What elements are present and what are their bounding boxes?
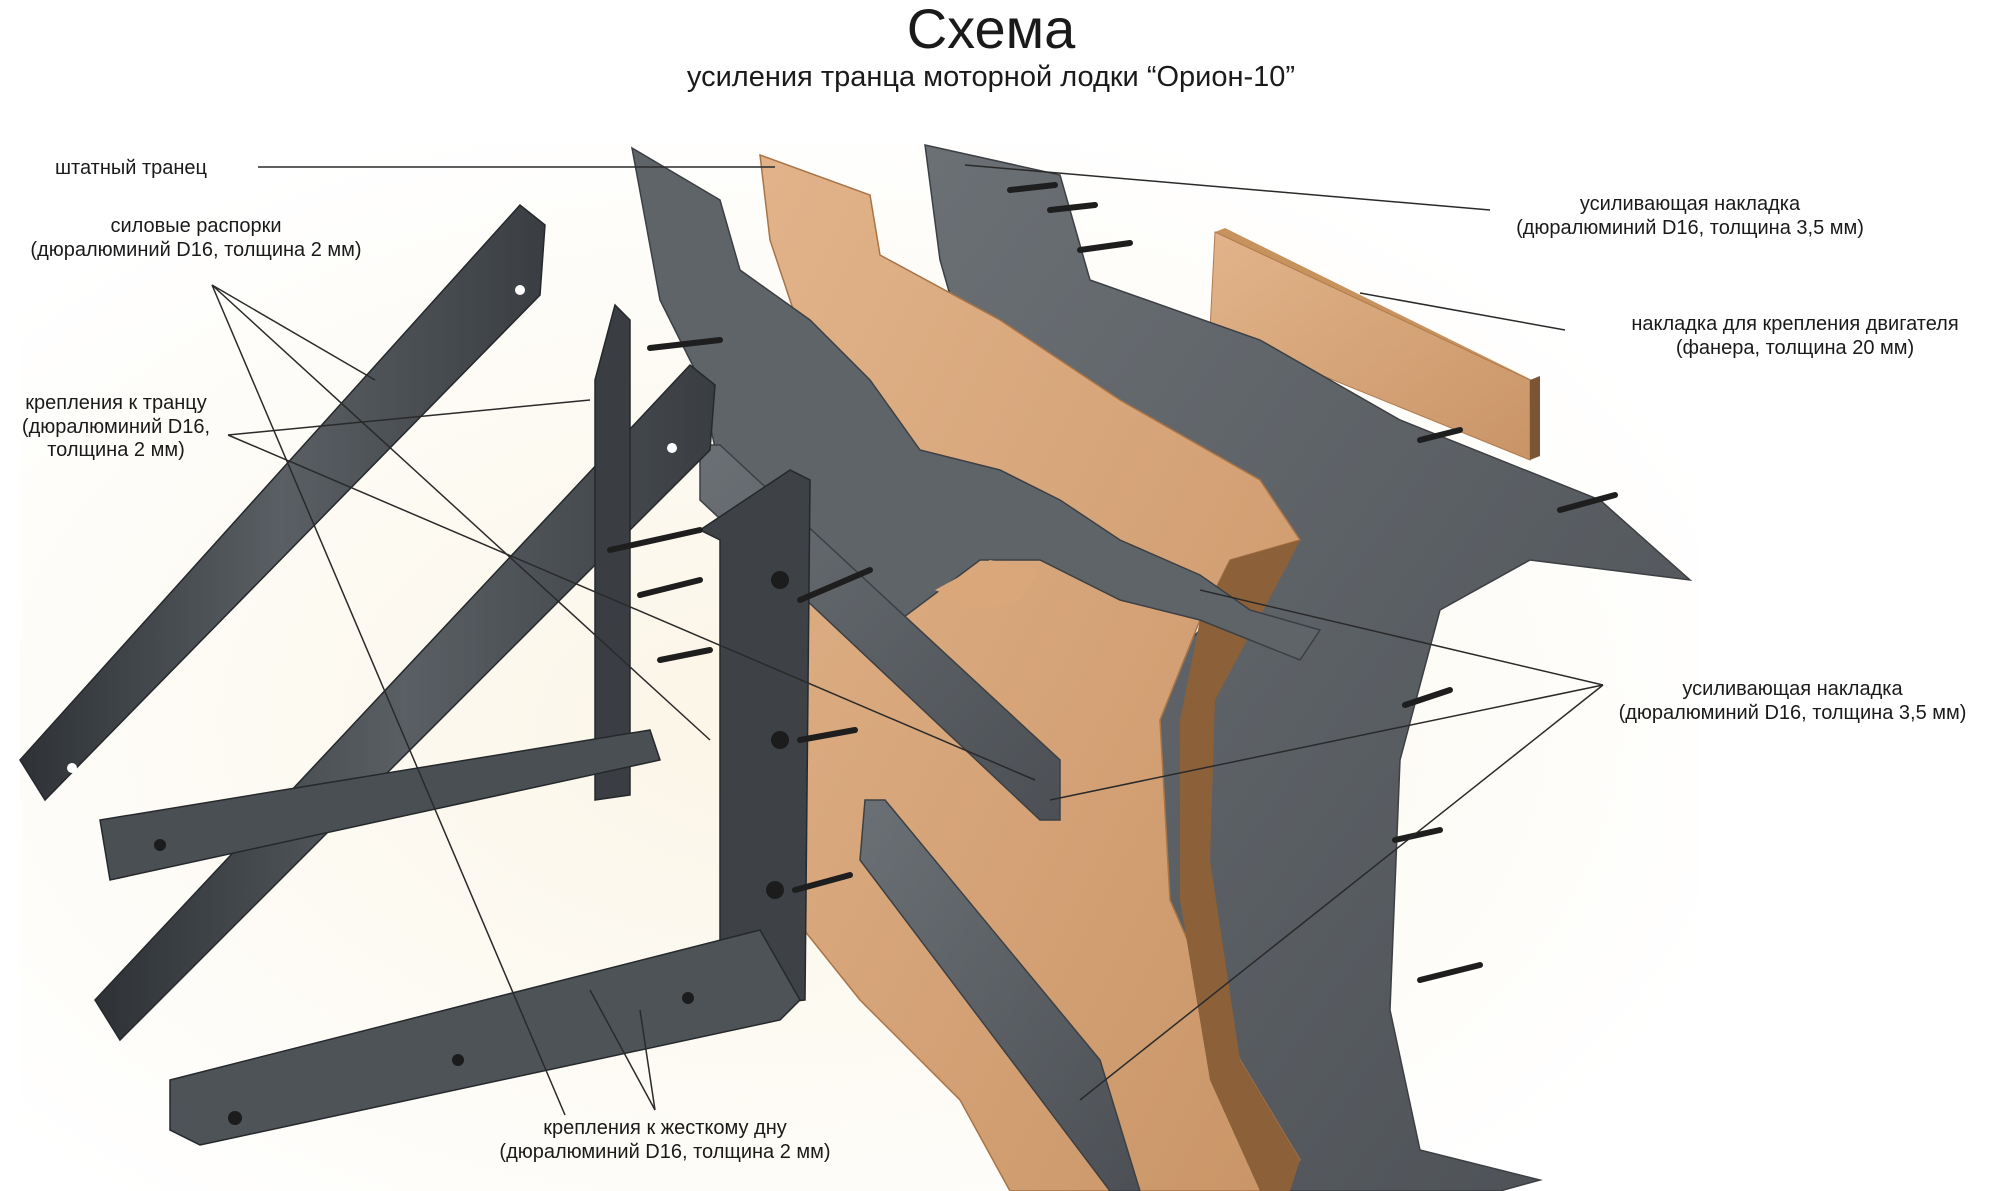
label-engine-mount-pad-line2: (фанера, толщина 20 мм) [1675,336,1915,359]
label-reinforcing-plate-lower-line2: (дюралюминий D16, толщина 3,5 мм) [1618,701,1967,724]
power-strut-left [19,203,546,802]
label-transom-mounts-line1: крепления к транцу [25,392,207,414]
power-strut-middle [94,363,716,1042]
label-transom-mounts-line3: толщина 2 мм) [47,439,185,462]
label-transom-mounts: крепления к транцу (дюралюминий D16, тол… [0,392,232,463]
label-reinforcing-plate-top-line1: усиливающая накладка [1579,193,1801,215]
label-reinforcing-plate-lower: усиливающая накладка (дюралюминий D16, т… [1585,678,2000,725]
diagram-title: Схема [906,0,1076,60]
reinforcing-strip-bottom [859,799,1141,1191]
label-standard-transom: штатный транец [55,157,208,179]
label-transom-mounts-line2: (дюралюминий D16, [21,415,211,438]
label-power-struts: силовые распорки (дюралюминий D16, толщи… [0,215,392,262]
label-engine-mount-pad: накладка для крепления двигателя (фанера… [1590,313,2000,360]
label-reinforcing-plate-top: усиливающая накладка (дюралюминий D16, т… [1480,193,1900,240]
engine-mount-pad [1209,228,1540,461]
label-bottom-mounts-line1: крепления к жесткому дну [543,1117,787,1139]
label-power-struts-line2: (дюралюминий D16, толщина 2 мм) [30,238,362,261]
label-reinforcing-plate-lower-line1: усиливающая накладка [1682,678,1903,700]
label-bottom-mounts-line2: (дюралюминий D16, толщина 2 мм) [499,1140,831,1163]
transom-mount-right [169,469,811,1146]
label-reinforcing-plate-top-line2: (дюралюминий D16, толщина 3,5 мм) [1516,216,1864,239]
leader-lines [211,164,1604,1116]
diagram-subtitle: усиления транца моторной лодки “Орион-10… [686,61,1296,93]
bolts [607,182,1618,983]
label-power-struts-line1: силовые распорки [110,215,282,237]
label-bottom-mounts: крепления к жесткому дну (дюралюминий D1… [455,1117,875,1164]
label-engine-mount-pad-line1: накладка для крепления двигателя [1631,313,1959,335]
